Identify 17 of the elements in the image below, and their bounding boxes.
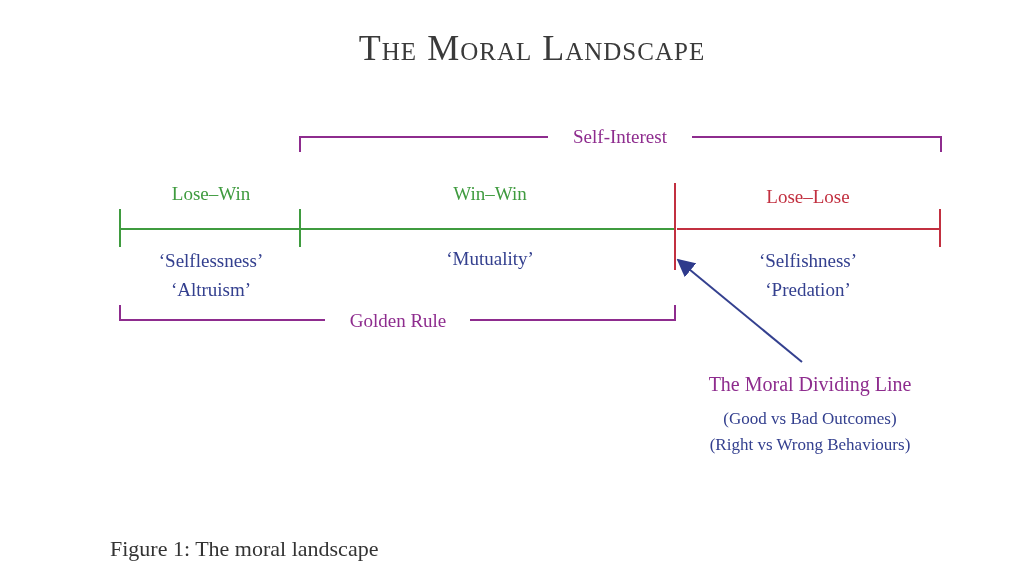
bracket-label: Golden Rule <box>349 310 447 332</box>
term-label: ‘Altruism’ <box>170 279 252 301</box>
annotation-text: (Right vs Wrong Behaviours) <box>709 434 911 455</box>
section-label: Lose–Lose <box>766 186 850 208</box>
section-label: Lose–Win <box>171 183 251 205</box>
arrow <box>676 258 803 363</box>
term-label: ‘Selflessness’ <box>158 250 264 272</box>
term-label: ‘Predation’ <box>765 279 851 301</box>
dividing-line <box>674 183 676 270</box>
caption: Figure 1: The moral landscape <box>110 536 379 562</box>
term-label: ‘Selfishness’ <box>758 250 858 272</box>
title: The Moral Landscape <box>358 28 706 68</box>
bracket-label: Self-Interest <box>573 126 667 148</box>
annotation-heading: The Moral Dividing Line <box>708 372 912 396</box>
term-label: ‘Mutuality’ <box>446 248 534 270</box>
section-label: Win–Win <box>453 183 527 205</box>
annotation-text: (Good vs Bad Outcomes) <box>723 408 897 429</box>
